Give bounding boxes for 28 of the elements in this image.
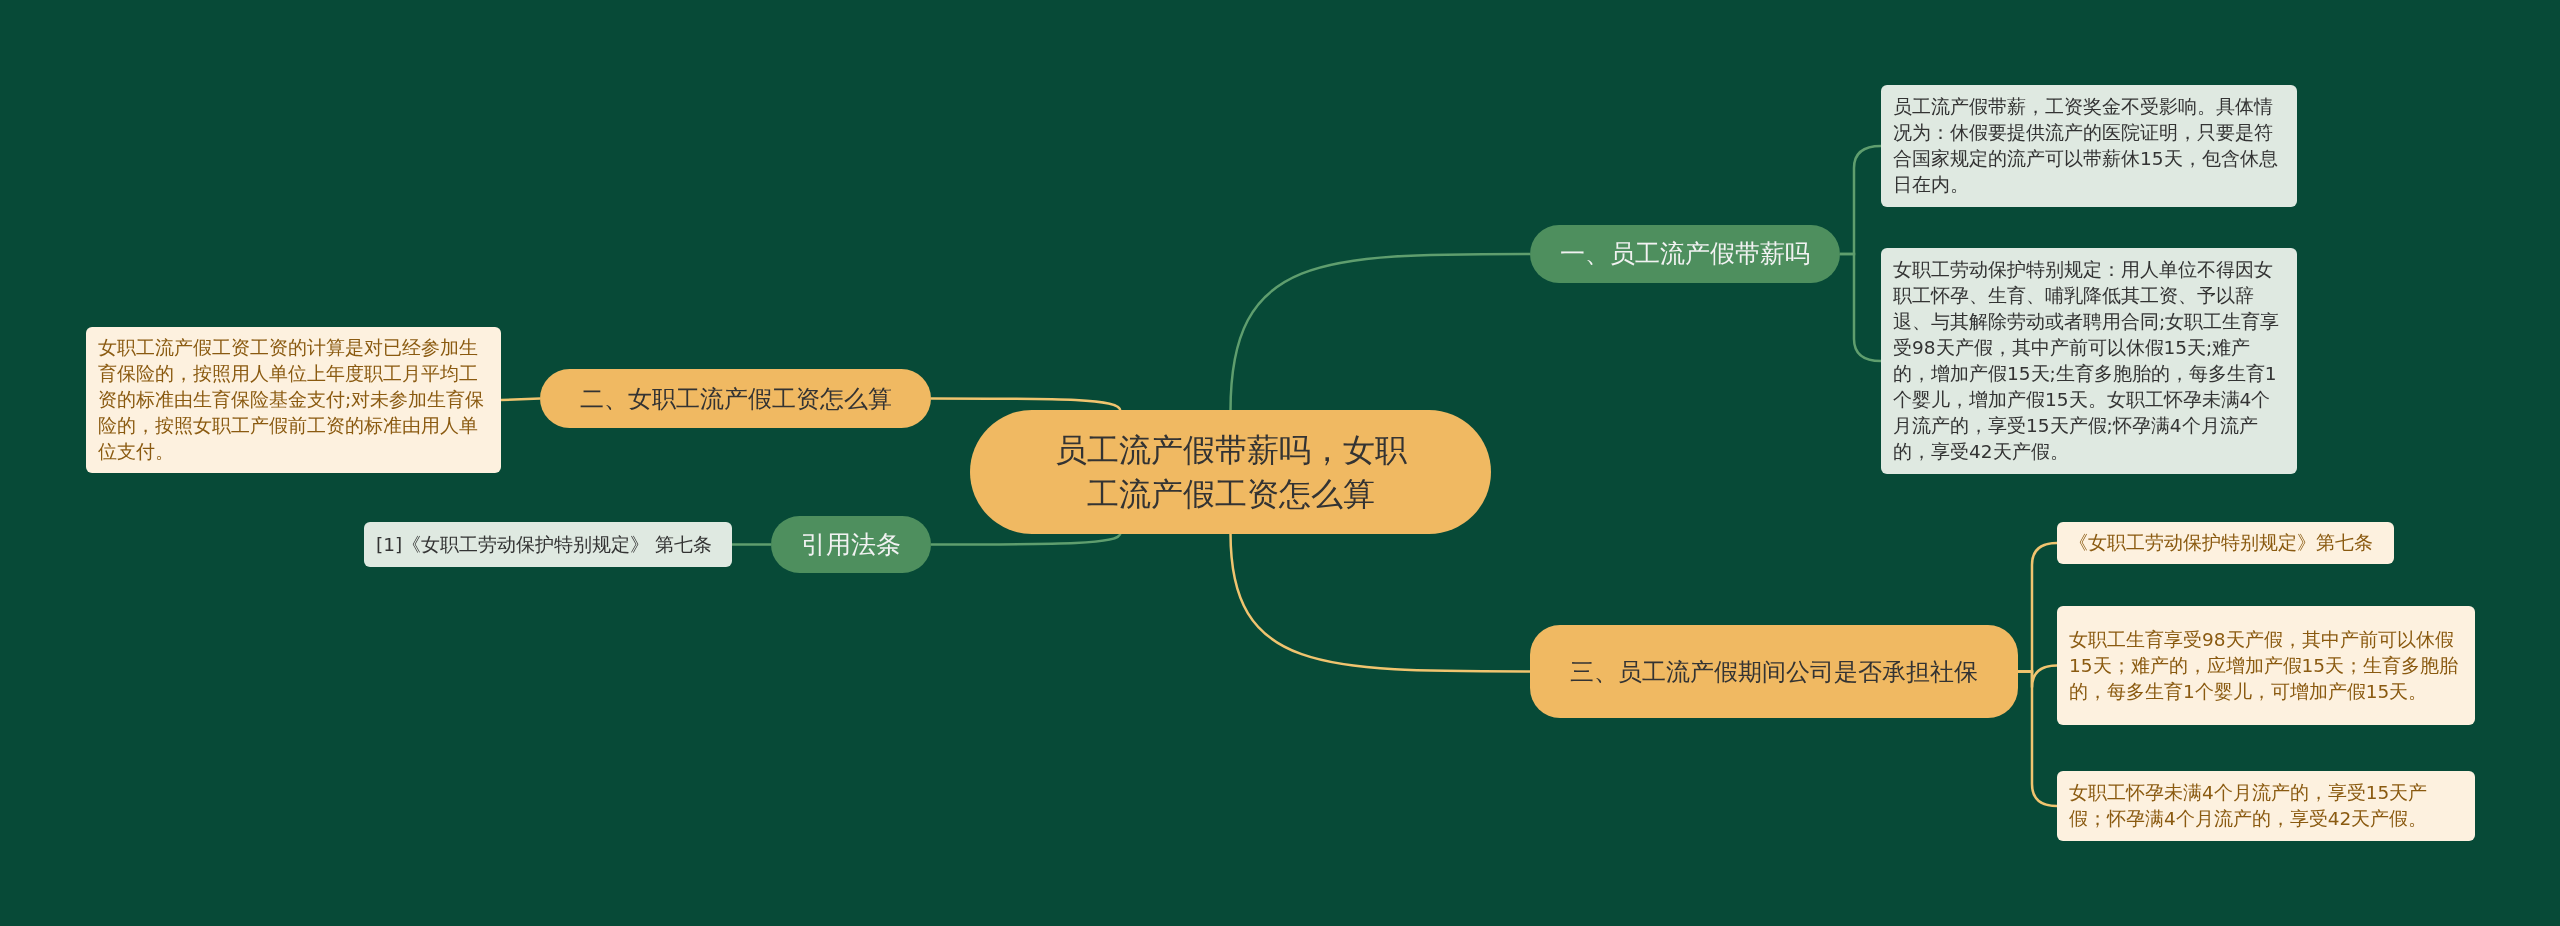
node-text: 《女职工劳动保护特别规定》第七条 <box>2069 531 2373 555</box>
connector-line <box>1229 532 1530 673</box>
note-card <box>2057 522 2394 564</box>
note-card <box>2057 606 2475 725</box>
node-text: 女职工怀孕未满4个月流产的，享受15天产假；怀孕满4个月流产的，享受42天产假。 <box>2069 781 2429 831</box>
connector-line <box>1840 252 1882 363</box>
node-text: 女职工劳动保护特别规定：用人单位不得因女职工怀孕、生育、哺乳降低其工资、予以辞退、与其解除劳动或者聘用合同;女职工生育享受98天产假，其中产前可以休假15天;难产的，增加产假15天;生育多胞胎的，每多生育1个婴儿，增加产假15天。女职工怀孕未满4个月流产的，享受15天产假;怀孕满4个月流产的，享受42天产假。 <box>1893 258 2281 464</box>
branch-topic <box>1530 625 2018 718</box>
connector-line <box>1229 252 1530 412</box>
node-text: [1]《女职工劳动保护特别规定》 第七条 <box>376 532 713 557</box>
node-text: 女职工生育享受98天产假，其中产前可以休假15天；难产的，应增加产假15天；生育多胞胎的，每多生育1个婴儿，可增加产假15天。 <box>2069 627 2460 704</box>
node-text: 女职工流产假工资工资的计算是对已经参加生育保险的，按照用人单位上年度职工月平均工资的标准由生育保险基金支付;对未参加生育保险的，按照女职工产假前工资的标准由用人单位支付。 <box>98 336 486 464</box>
note-card <box>1881 85 2297 207</box>
node-text: 员工流产假带薪，工资奖金不受影响。具体情况为：休假要提供流产的医院证明，只要是符合国家规定的流产可以带薪休15天，包含休息日在内。 <box>1893 95 2279 197</box>
node-text: 引用法条 <box>801 528 901 561</box>
node-text: 三、员工流产假期间公司是否承担社保 <box>1570 656 1978 688</box>
connector-line <box>500 397 541 402</box>
note-card <box>364 522 732 567</box>
node-text: 一、员工流产假带薪吗 <box>1560 238 1810 270</box>
node-text: 二、女职工流产假工资怎么算 <box>579 383 892 415</box>
branch-topic <box>771 516 931 573</box>
connector-line <box>931 532 1122 546</box>
connector-line <box>931 397 1122 412</box>
connector-line <box>732 543 771 546</box>
branch-topic <box>1530 225 1840 283</box>
note-card <box>86 327 501 473</box>
node-text: 员工流产假带薪吗，女职工流产假工资怎么算 <box>1053 430 1408 515</box>
note-card <box>2057 771 2475 841</box>
